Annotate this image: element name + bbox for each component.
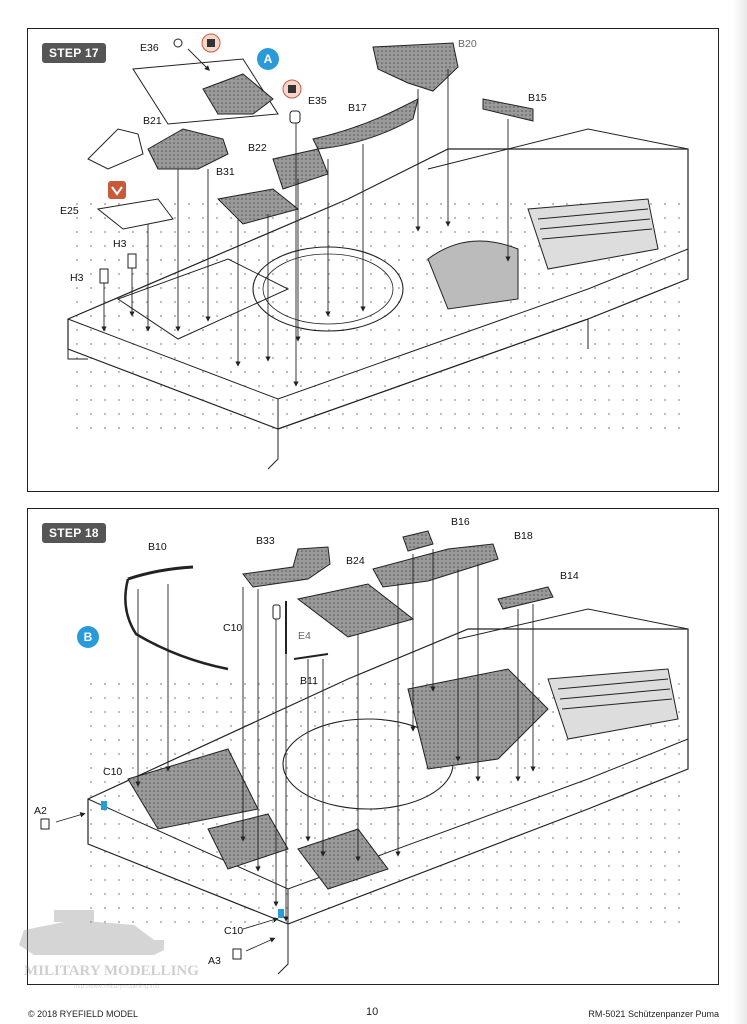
step-17-panel: STEP 17 xyxy=(27,28,719,492)
part-e36-assembly xyxy=(132,38,279,125)
label-c10-left: C10 xyxy=(103,766,122,778)
callout-a-label: A xyxy=(264,52,273,66)
watermark-subtext: http://www.militarymodelling.info xyxy=(74,984,160,990)
part-b21 xyxy=(147,128,229,170)
part-c10-blue-right xyxy=(278,909,284,918)
label-b16: B16 xyxy=(451,516,470,528)
label-c10-upper: C10 xyxy=(223,622,242,634)
part-b15 xyxy=(482,98,534,122)
part-c10-upper xyxy=(272,604,281,620)
label-e35: E35 xyxy=(308,95,327,107)
part-a3 xyxy=(232,948,242,960)
callout-b: B xyxy=(77,626,99,648)
part-b24 xyxy=(296,583,415,638)
part-e35 xyxy=(289,110,301,124)
scan-edge-shadow xyxy=(733,0,747,1024)
label-b18: B18 xyxy=(514,530,533,542)
part-c10-blue-left xyxy=(101,801,107,810)
label-b17: B17 xyxy=(348,102,367,114)
step-17-diagram: A E36 E35 B20 B17 B15 B21 B22 B31 E25 H3… xyxy=(60,33,689,470)
label-b24: B24 xyxy=(346,555,365,567)
part-b17 xyxy=(312,98,419,150)
label-b21: B21 xyxy=(143,115,162,127)
part-b10 xyxy=(124,565,229,671)
label-e25: E25 xyxy=(60,205,79,217)
footer-copyright: © 2018 RYEFIELD MODEL xyxy=(28,1009,139,1019)
callout-b-label: B xyxy=(84,630,93,644)
glue-icon-e35 xyxy=(282,79,302,99)
part-side-flap xyxy=(87,128,144,170)
caution-icon-e25 xyxy=(108,181,126,199)
footer-product: RM-5021 Schützenpanzer Puma xyxy=(588,1009,719,1019)
label-b20: B20 xyxy=(458,38,477,50)
step-18-diagram: B B10 B33 B16 B18 B24 B14 C10 E4 B11 C10… xyxy=(34,516,689,975)
step-18-badge: STEP 18 xyxy=(42,523,106,543)
part-b16 xyxy=(402,530,434,552)
part-b33 xyxy=(242,546,331,588)
label-b33: B33 xyxy=(256,535,275,547)
step-18-panel: STEP 18 xyxy=(27,508,719,985)
part-e25 xyxy=(96,198,174,230)
label-c10-lower: C10 xyxy=(224,925,243,937)
label-b14: B14 xyxy=(560,570,579,582)
hull-body-18 xyxy=(87,608,689,975)
military-modelling-watermark: MILITARY MODELLING http://www.militarymo… xyxy=(19,910,199,990)
page-number: 10 xyxy=(366,1006,379,1018)
label-e4: E4 xyxy=(298,630,311,642)
label-b31: B31 xyxy=(216,166,235,178)
part-b20 xyxy=(372,42,459,92)
hull-body-17 xyxy=(67,128,689,470)
part-b18 xyxy=(372,543,499,588)
assembly-lines-17 xyxy=(101,48,511,387)
label-b15: B15 xyxy=(528,92,547,104)
part-a2 xyxy=(40,818,50,830)
callout-a: A xyxy=(257,48,279,70)
label-b11: B11 xyxy=(300,675,318,687)
part-b22 xyxy=(272,148,329,190)
label-b10: B10 xyxy=(148,541,167,553)
part-b14 xyxy=(497,586,554,610)
part-b11 xyxy=(293,653,329,660)
label-h3-lower: H3 xyxy=(70,272,84,284)
step-17-badge: STEP 17 xyxy=(42,43,106,63)
watermark-text: MILITARY MODELLING xyxy=(24,963,199,979)
glue-icon-e36 xyxy=(201,33,221,53)
assembly-lines-18 xyxy=(55,549,536,952)
label-b22: B22 xyxy=(248,142,267,154)
label-a2: A2 xyxy=(34,805,47,817)
label-e36: E36 xyxy=(140,42,159,54)
label-a3: A3 xyxy=(208,955,221,967)
label-h3-upper: H3 xyxy=(113,238,127,250)
